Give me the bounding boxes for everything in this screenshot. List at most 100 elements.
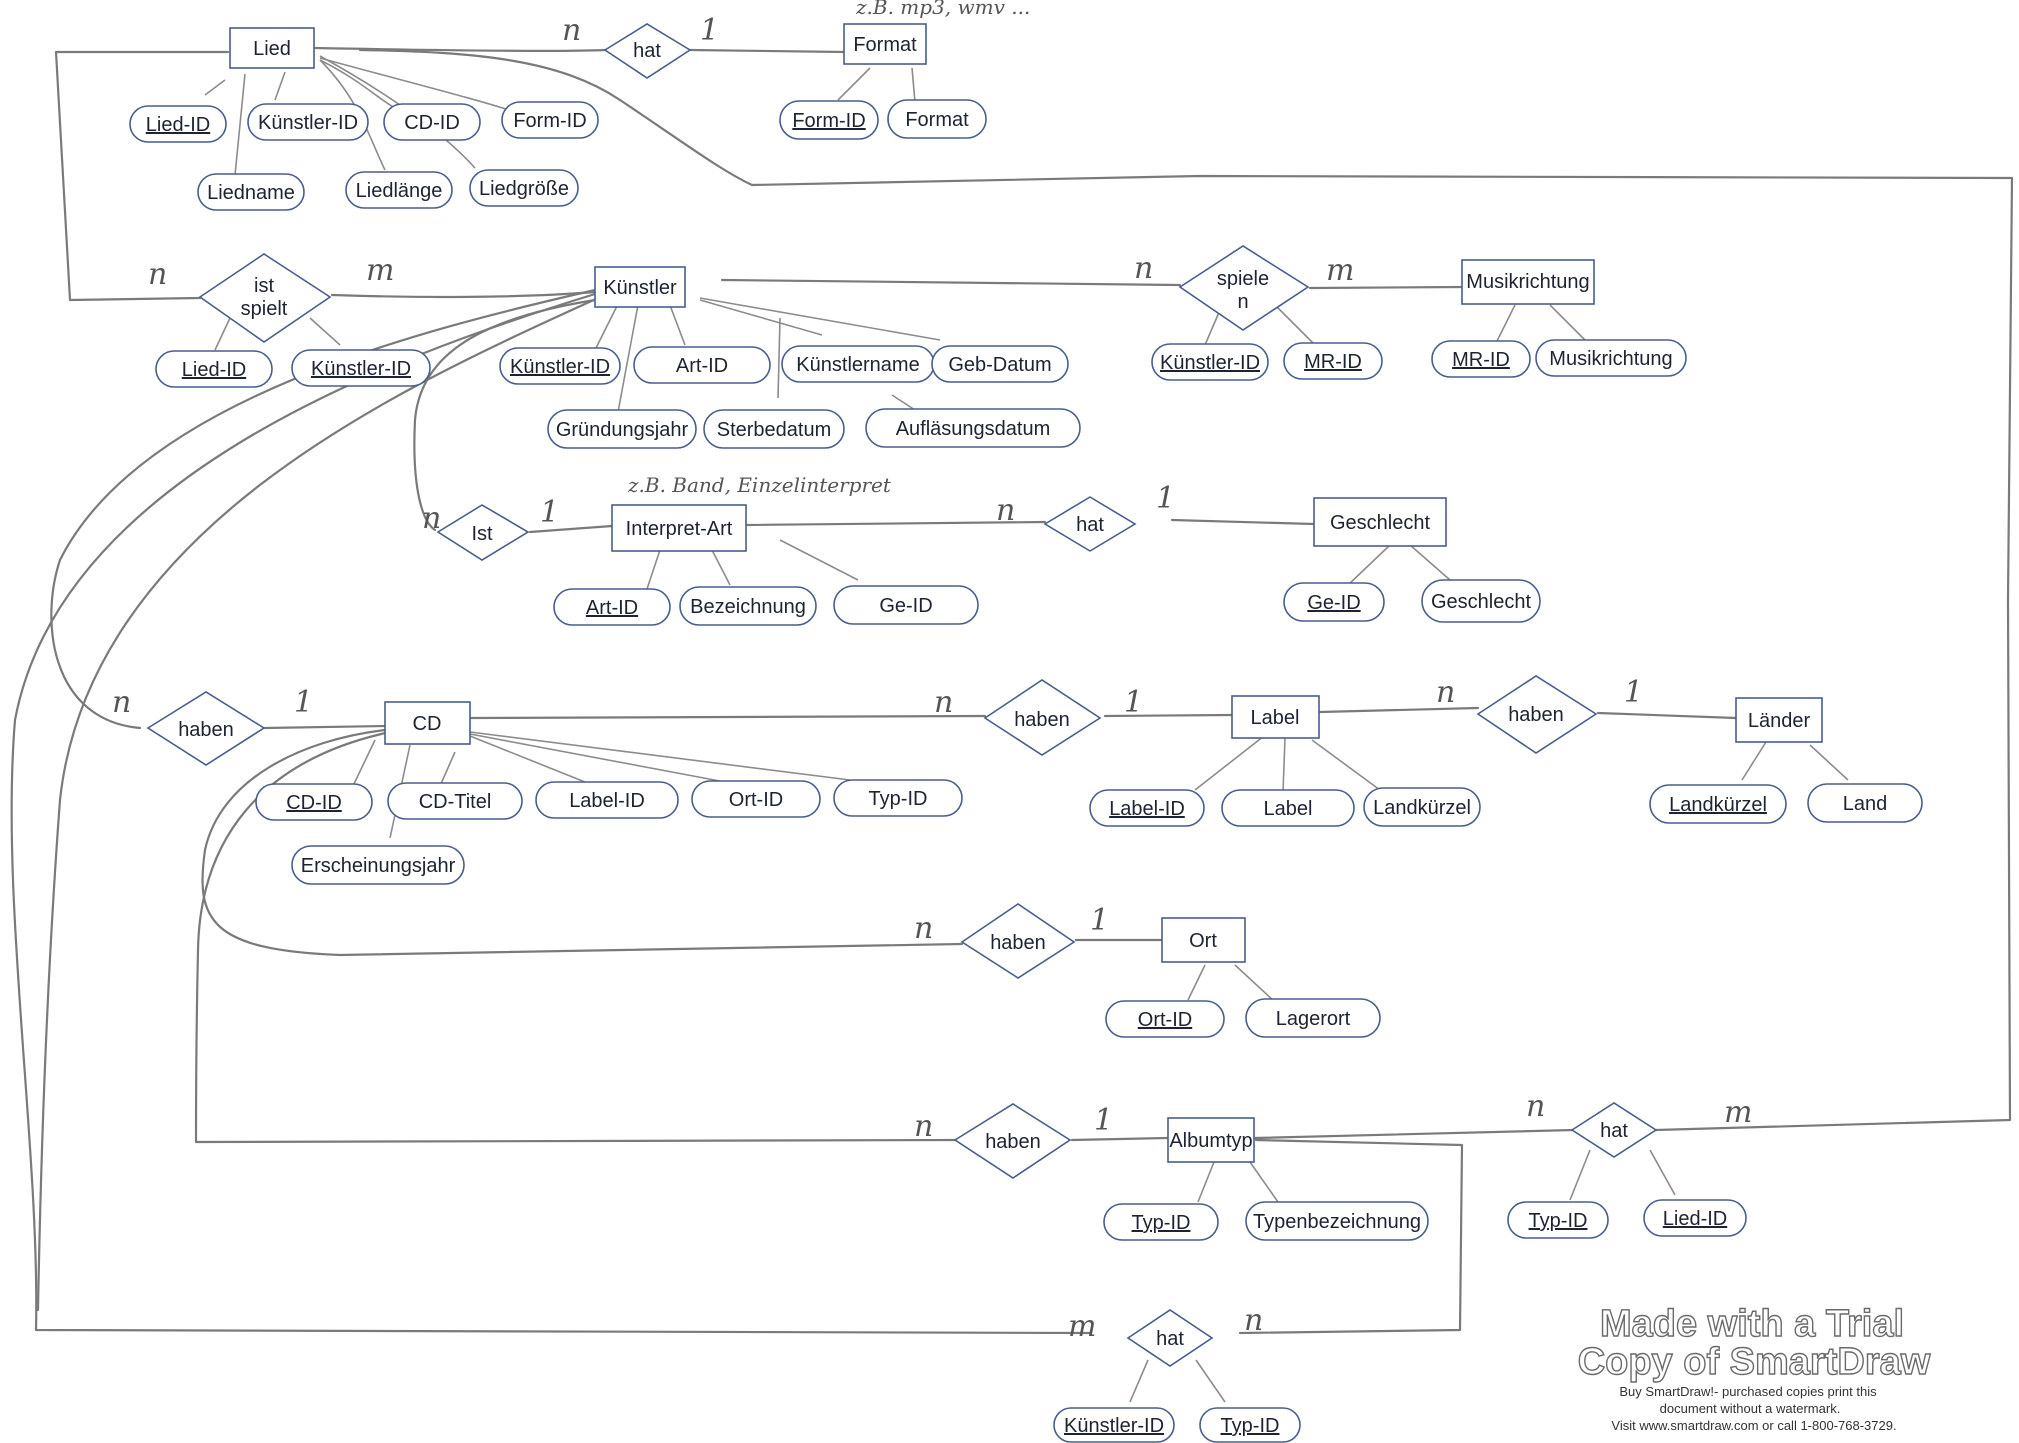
- svg-text:haben: haben: [178, 719, 234, 741]
- svg-text:1: 1: [1090, 903, 1109, 938]
- attribute-liedgroesse: Liedgröße: [469, 169, 579, 207]
- svg-text:n: n: [996, 493, 1015, 528]
- svg-text:n: n: [148, 257, 167, 292]
- svg-text:Liedlänge: Liedlänge: [356, 180, 443, 202]
- svg-text:MR-ID: MR-ID: [1304, 351, 1362, 373]
- svg-text:Typ-ID: Typ-ID: [869, 788, 928, 810]
- svg-text:Lied: Lied: [253, 38, 291, 60]
- interpret-example-note: z.B. Band, Einzelinterpret: [627, 473, 892, 497]
- svg-text:CD-Titel: CD-Titel: [419, 791, 492, 813]
- entity-geschlecht: Geschlecht: [1313, 497, 1447, 547]
- attribute-bottom-typ-id: Typ-ID: [1199, 1407, 1301, 1443]
- svg-text:Landkürzel: Landkürzel: [1669, 794, 1767, 816]
- cardinalities: n 1 n m n m n 1 n 1 n 1 n 1 n 1 n 1 n 1 …: [112, 13, 1752, 1344]
- attribute-geb-datum: Geb-Datum: [931, 345, 1069, 383]
- relationship-albumtyp-hat: hat: [1570, 1102, 1658, 1158]
- attribute-ort-id: Ort-ID: [1105, 1000, 1225, 1038]
- svg-text:n: n: [914, 1109, 933, 1144]
- entity-interpret-art: Interpret-Art: [611, 504, 747, 552]
- entity-musikrichtung: Musikrichtung: [1461, 259, 1595, 305]
- attribute-ia-art-id: Art-ID: [553, 588, 671, 626]
- svg-text:Label-ID: Label-ID: [1109, 798, 1185, 820]
- svg-text:Art-ID: Art-ID: [586, 597, 638, 619]
- svg-text:Künstler-ID: Künstler-ID: [1064, 1415, 1164, 1437]
- svg-text:n: n: [934, 685, 953, 720]
- attribute-cd-label-id: Label-ID: [535, 781, 679, 819]
- svg-text:Geb-Datum: Geb-Datum: [948, 354, 1051, 376]
- attribute-liedlaenge: Liedlänge: [345, 171, 453, 209]
- svg-text:CD-ID: CD-ID: [404, 112, 460, 134]
- svg-text:Typenbezeichnung: Typenbezeichnung: [1253, 1211, 1421, 1233]
- attribute-ist-spielt-kuenstler-id: Künstler-ID: [291, 349, 431, 387]
- svg-text:n: n: [112, 685, 131, 720]
- attribute-ia-ge-id: Ge-ID: [833, 585, 979, 625]
- smartdraw-watermark: Made with a Trial Copy of SmartDraw Buy …: [1577, 1302, 1931, 1433]
- attribute-kuenstlername: Künstlername: [781, 345, 935, 383]
- svg-text:Ge-ID: Ge-ID: [879, 595, 932, 617]
- svg-text:Liedgröße: Liedgröße: [479, 178, 569, 200]
- svg-text:Ge-ID: Ge-ID: [1307, 592, 1360, 614]
- svg-text:1: 1: [700, 13, 719, 48]
- entity-label: Label: [1231, 695, 1320, 739]
- svg-text:Typ-ID: Typ-ID: [1132, 1212, 1191, 1234]
- svg-text:Künstler-ID: Künstler-ID: [1160, 352, 1260, 374]
- svg-text:Typ-ID: Typ-ID: [1529, 1210, 1588, 1232]
- svg-text:m: m: [1724, 1095, 1752, 1130]
- svg-text:hat: hat: [1156, 1328, 1184, 1350]
- svg-text:Erscheinungsjahr: Erscheinungsjahr: [301, 855, 456, 877]
- attribute-typ-id: Typ-ID: [1103, 1203, 1219, 1241]
- svg-text:Interpret-Art: Interpret-Art: [626, 518, 733, 540]
- svg-text:1: 1: [1624, 675, 1643, 710]
- svg-text:Typ-ID: Typ-ID: [1221, 1415, 1280, 1437]
- attribute-label: Label: [1221, 789, 1355, 827]
- svg-text:Albumtyp: Albumtyp: [1169, 1130, 1252, 1152]
- svg-text:MR-ID: MR-ID: [1452, 349, 1510, 371]
- svg-text:n: n: [1237, 291, 1248, 313]
- attribute-spiele-mr-id: MR-ID: [1283, 342, 1383, 380]
- svg-text:Sterbedatum: Sterbedatum: [717, 419, 832, 441]
- attribute-lied-kuenstler-id: Künstler-ID: [247, 103, 369, 141]
- svg-text:Künstler-ID: Künstler-ID: [311, 358, 411, 380]
- svg-text:spiele: spiele: [1217, 268, 1269, 290]
- svg-text:CD: CD: [413, 713, 442, 735]
- svg-text:haben: haben: [985, 1131, 1041, 1153]
- attribute-lied-cd-id: CD-ID: [383, 103, 481, 141]
- svg-text:Länder: Länder: [1748, 710, 1811, 732]
- svg-text:n: n: [1134, 251, 1153, 286]
- svg-text:Künstlername: Künstlername: [796, 354, 919, 376]
- attribute-kuenstler-id: Künstler-ID: [499, 347, 621, 385]
- svg-text:Visit www.smartdraw.com or cal: Visit www.smartdraw.com or call 1-800-76…: [1611, 1418, 1896, 1433]
- svg-text:Ist: Ist: [471, 523, 493, 545]
- svg-text:Geschlecht: Geschlecht: [1431, 591, 1531, 613]
- attribute-bezeichnung: Bezeichnung: [679, 586, 817, 626]
- svg-text:haben: haben: [1014, 709, 1070, 731]
- attribute-cd-ort-id: Ort-ID: [691, 780, 821, 818]
- attribute-liedname: Liedname: [197, 173, 305, 211]
- svg-text:Musikrichtung: Musikrichtung: [1466, 271, 1589, 293]
- attribute-lied-id: Lied-ID: [129, 105, 227, 143]
- svg-text:n: n: [1244, 1303, 1263, 1338]
- attribute-hat-lied-id: Lied-ID: [1643, 1199, 1747, 1237]
- svg-text:Ort-ID: Ort-ID: [729, 789, 783, 811]
- svg-text:n: n: [422, 501, 441, 536]
- svg-text:n: n: [1436, 675, 1455, 710]
- svg-text:Liedname: Liedname: [207, 182, 295, 204]
- svg-text:Label: Label: [1251, 707, 1300, 729]
- attribute-musikrichtung: Musikrichtung: [1535, 339, 1687, 377]
- relationship-cd-haben-label: haben: [983, 679, 1102, 756]
- attribute-lied-form-id: Form-ID: [501, 101, 599, 139]
- attribute-ge-id: Ge-ID: [1283, 582, 1385, 622]
- attribute-hat-typ-id: Typ-ID: [1507, 1201, 1609, 1239]
- attribute-erscheinungsjahr: Erscheinungsjahr: [291, 845, 465, 885]
- attribute-typenbezeichnung: Typenbezeichnung: [1245, 1201, 1429, 1241]
- svg-text:Aufläsungsdatum: Aufläsungsdatum: [896, 418, 1051, 440]
- relationship-cd-haben-albumtyp: haben: [953, 1103, 1072, 1179]
- svg-text:Land: Land: [1843, 793, 1888, 815]
- svg-text:Lagerort: Lagerort: [1276, 1008, 1351, 1030]
- relationship-label-haben-laender: haben: [1476, 675, 1598, 754]
- svg-text:document without a watermark.: document without a watermark.: [1660, 1401, 1841, 1416]
- svg-text:Format: Format: [853, 34, 917, 56]
- svg-text:haben: haben: [990, 932, 1046, 954]
- svg-text:1: 1: [1156, 481, 1175, 516]
